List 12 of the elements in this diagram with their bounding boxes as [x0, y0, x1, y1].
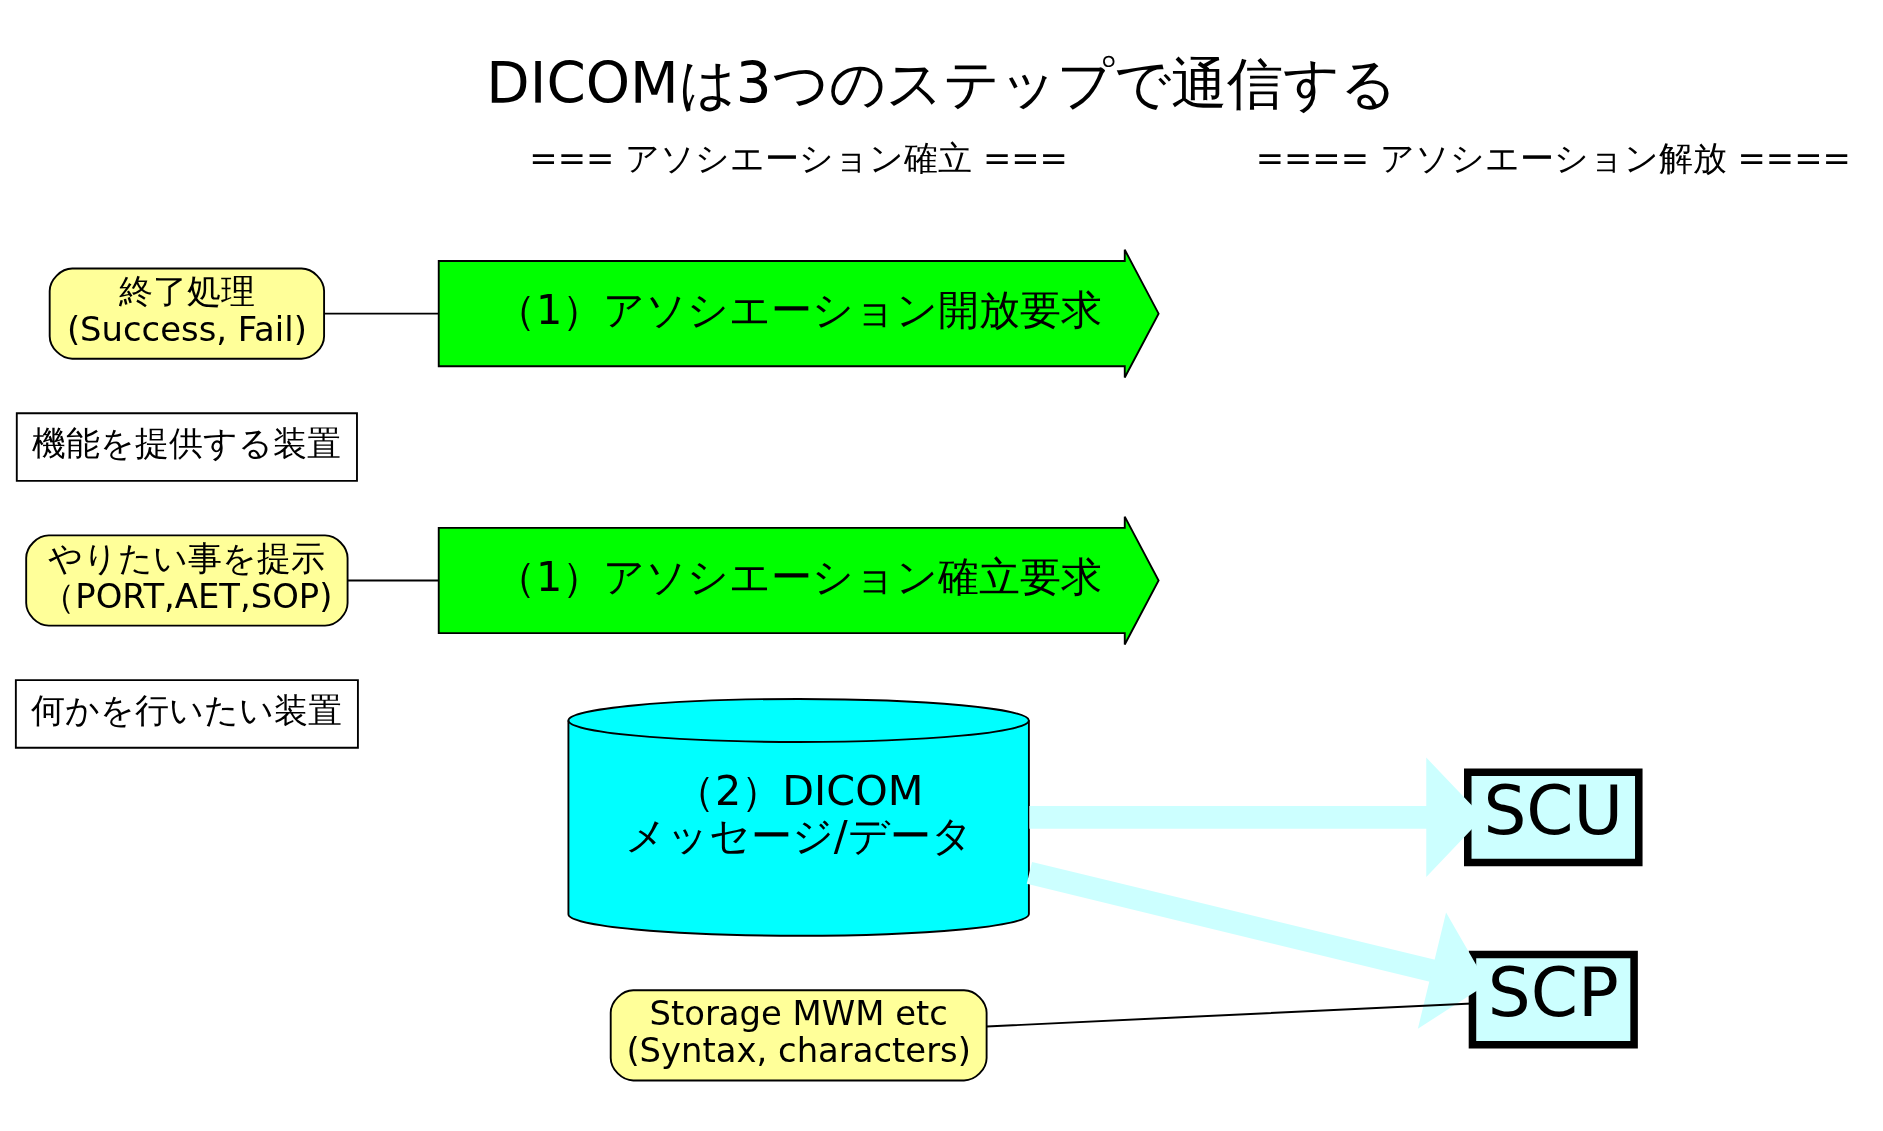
- node-box: 機能を提供する装置: [15, 412, 358, 482]
- node-box: 何かを行いたい装置: [14, 679, 359, 749]
- node-box: Storage MWM etc (Syntax, characters): [609, 989, 988, 1082]
- label: === アソシエーション確立 ===: [529, 138, 1068, 178]
- node-box: やりたい事を提示 （PORT,AET,SOP): [25, 534, 349, 627]
- diagram-title: DICOMは3つのステップで通信する: [486, 51, 1397, 117]
- node-box: SCP: [1468, 950, 1638, 1049]
- node-box: 終了処理 (Success, Fail): [48, 267, 326, 360]
- node-box: SCU: [1464, 768, 1643, 867]
- connector: [323, 312, 440, 315]
- label: ==== アソシエーション解放 ====: [1255, 138, 1851, 178]
- connector: [346, 579, 440, 582]
